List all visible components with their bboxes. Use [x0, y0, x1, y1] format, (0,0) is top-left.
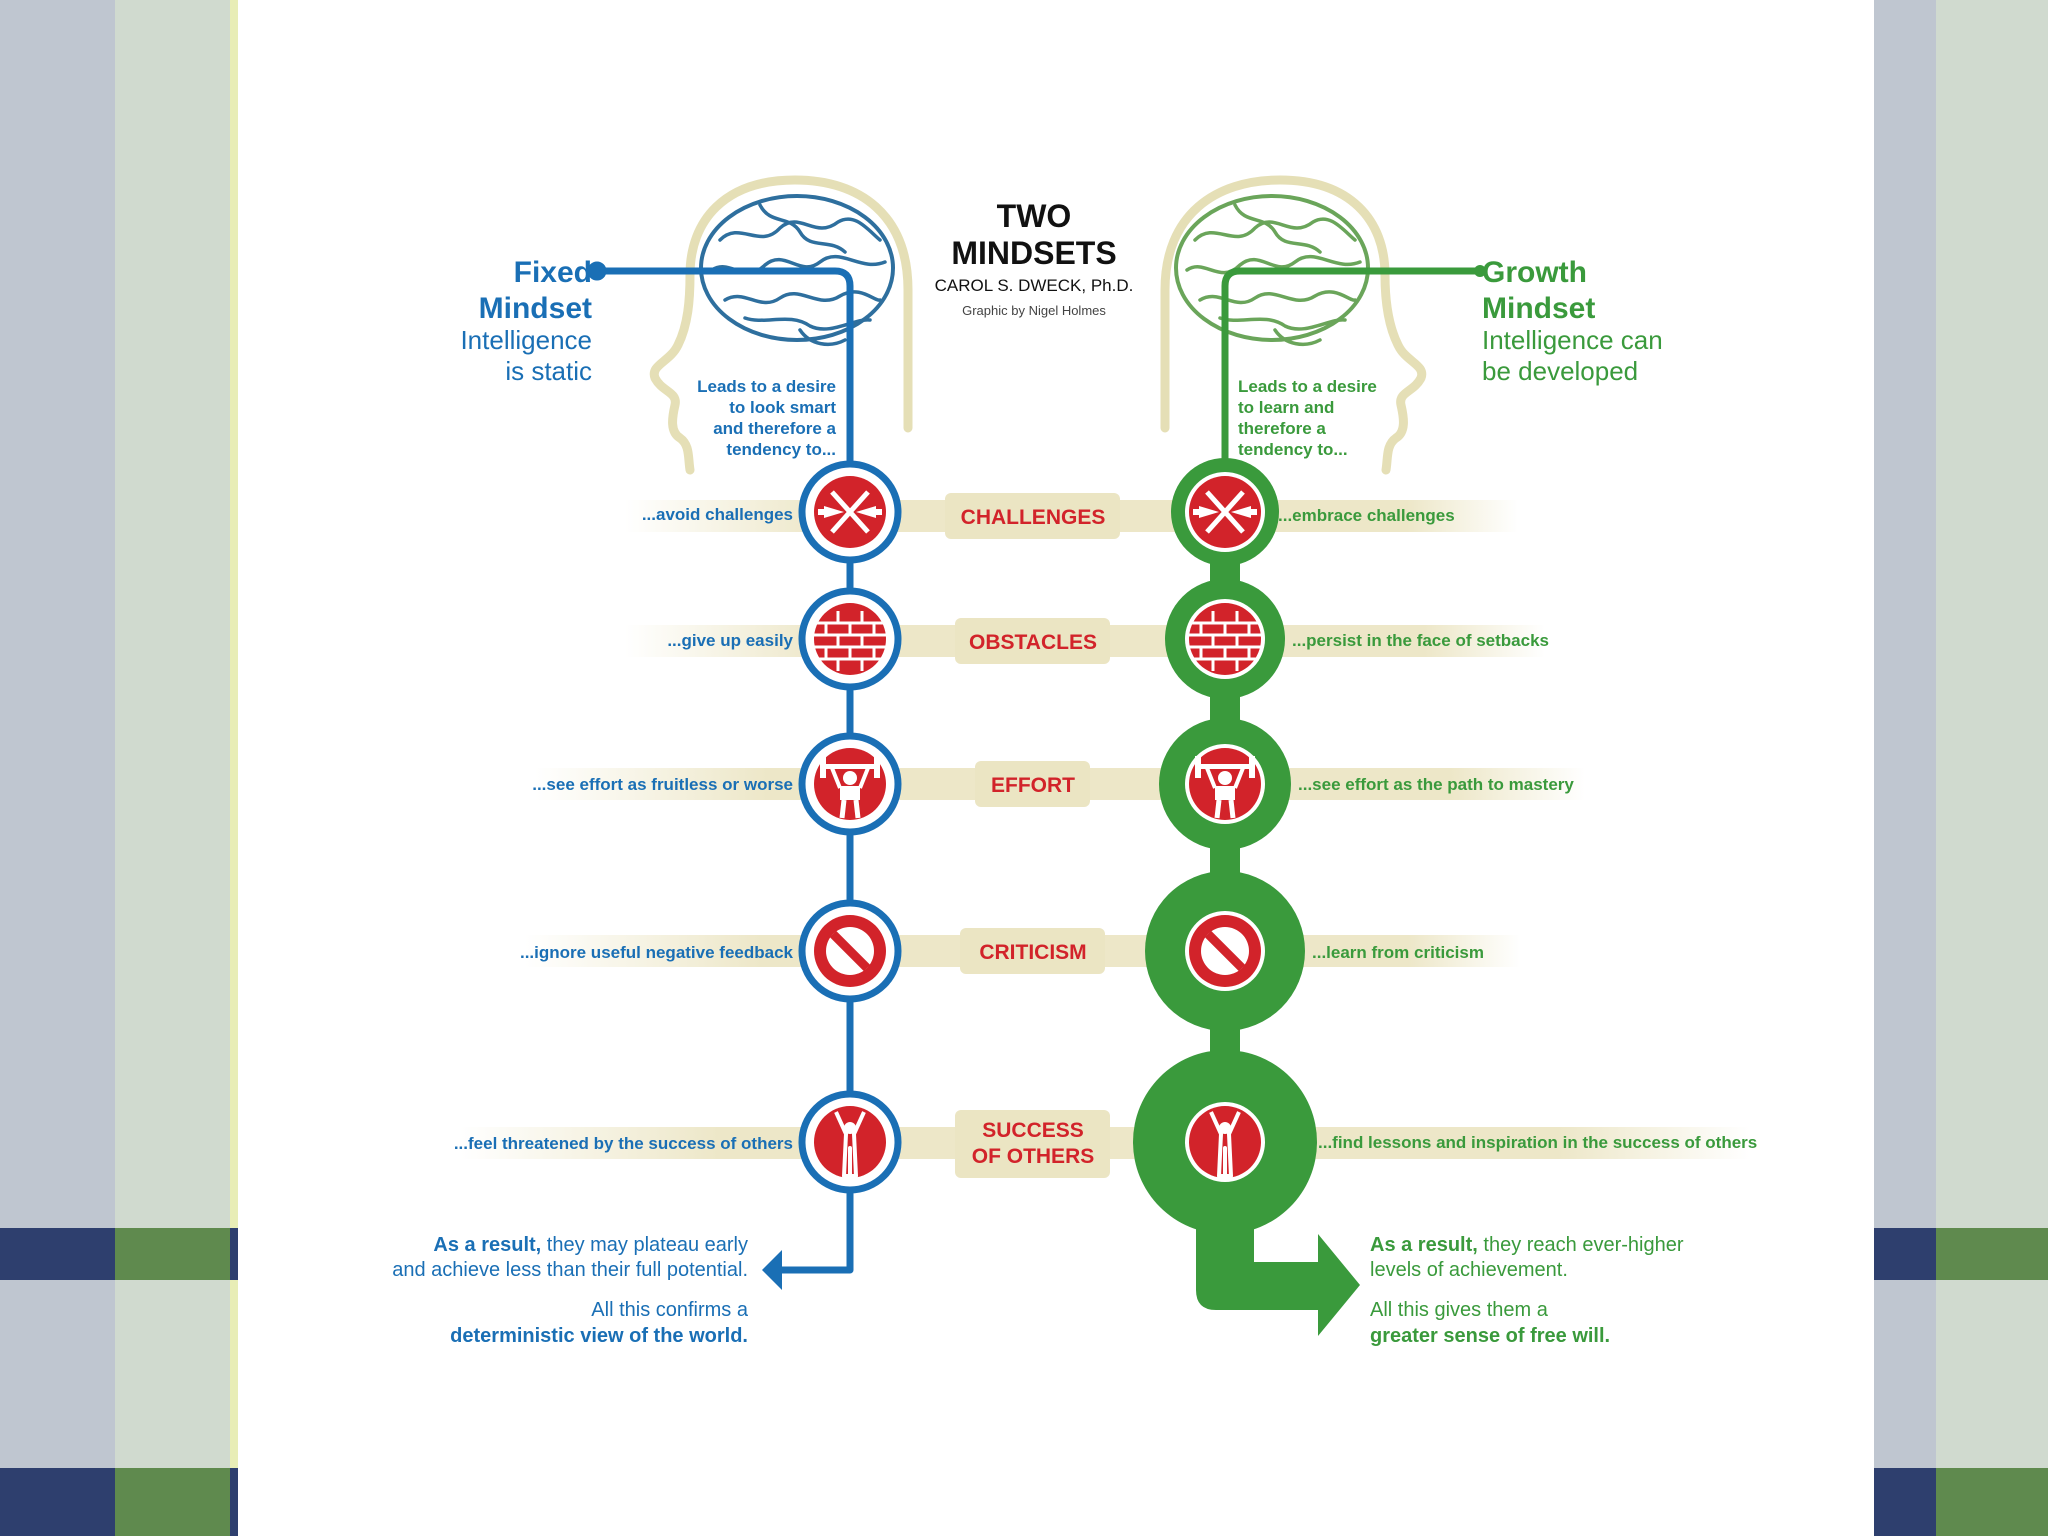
growth-result-rest: they reach ever-higher — [1478, 1234, 1684, 1256]
fixed-leads-2: to look smart — [729, 398, 836, 417]
fixed-leads-1: Leads to a desire — [697, 377, 836, 396]
brick-wall-icon — [814, 603, 886, 675]
fixed-result-line1: As a result, they may plateau early — [433, 1234, 748, 1256]
obstacles-label-box — [955, 618, 1110, 664]
fixed-result: As a result, they may plateau early and … — [392, 1234, 749, 1347]
growth-leads: Leads to a desire to learn and therefore… — [1238, 377, 1377, 459]
fixed-responses: ...avoid challenges ...give up easily ..… — [454, 505, 794, 1153]
title-block: TWO MINDSETS CAROL S. DWECK, Ph.D. Graph… — [935, 198, 1134, 318]
growth-result-line1: As a result, they reach ever-higher — [1370, 1234, 1684, 1256]
growth-heading-1: Growth — [1482, 256, 1587, 289]
growth-result-line2: levels of achievement. — [1370, 1259, 1568, 1281]
fixed-result-bold: As a result, — [433, 1234, 541, 1256]
fixed-result-rest: they may plateau early — [541, 1234, 748, 1256]
fixed-response-challenges: ...avoid challenges — [642, 505, 793, 524]
category-label-criticism: CRITICISM — [979, 941, 1086, 964]
brick-wall-icon — [1189, 603, 1261, 675]
left-inner-band — [115, 0, 230, 1536]
fixed-heading-1: Fixed — [514, 256, 592, 289]
category-label-boxes — [945, 493, 1120, 1178]
category-label-obstacles: OBSTACLES — [969, 631, 1097, 654]
prohibition-icon — [814, 915, 886, 987]
growth-result-bold: As a result, — [1370, 1234, 1478, 1256]
right-inner-band — [1874, 0, 1936, 1536]
fixed-leads-4: tendency to... — [726, 440, 836, 459]
growth-leads-3: therefore a — [1238, 419, 1326, 438]
category-label-success-2: OF OTHERS — [972, 1145, 1095, 1168]
stripe-green-left-top — [115, 1228, 230, 1280]
title-line1: TWO — [997, 198, 1072, 234]
growth-heading: Growth Mindset Intelligence can be devel… — [1482, 256, 1663, 386]
left-outer-band — [0, 0, 115, 1536]
prohibition-icon — [1189, 915, 1261, 987]
growth-response-criticism: ...learn from criticism — [1312, 943, 1484, 962]
title-author: CAROL S. DWECK, Ph.D. — [935, 276, 1134, 295]
growth-response-success: ...find lessons and inspiration in the s… — [1318, 1133, 1757, 1152]
growth-heading-2: Mindset — [1482, 292, 1595, 325]
converging-arrows-icon — [814, 476, 886, 548]
category-labels: CHALLENGES OBSTACLES EFFORT CRITICISM SU… — [961, 506, 1106, 1168]
fixed-path — [587, 261, 854, 1274]
effort-label-box — [975, 761, 1090, 807]
stripe-green-right-bottom — [1936, 1468, 2048, 1536]
right-outer-band — [1936, 0, 2048, 1536]
fixed-icons — [814, 476, 886, 1178]
fixed-heading-2: Mindset — [479, 292, 592, 325]
fixed-head-outline — [649, 175, 913, 475]
celebrating-person-icon — [1189, 1106, 1261, 1178]
growth-responses: ...embrace challenges ...persist in the … — [1278, 506, 1757, 1152]
fixed-sub-1: Intelligence — [460, 325, 592, 355]
converging-arrows-icon — [1189, 476, 1261, 548]
category-label-challenges: CHALLENGES — [961, 506, 1106, 529]
fixed-leads-3: and therefore a — [713, 419, 836, 438]
growth-head-outline — [1160, 175, 1427, 475]
fixed-heading: Fixed Mindset Intelligence is static — [460, 256, 592, 386]
stripe-green-right-top — [1936, 1228, 2048, 1280]
fixed-result-line2: and achieve less than their full potenti… — [392, 1259, 748, 1281]
fixed-sub-2: is static — [505, 356, 592, 386]
left-edge-line — [230, 0, 238, 1536]
fixed-response-effort: ...see effort as fruitless or worse — [532, 775, 793, 794]
fixed-response-success: ...feel threatened by the success of oth… — [454, 1134, 793, 1153]
growth-icons — [1189, 476, 1261, 1178]
fixed-response-criticism: ...ignore useful negative feedback — [520, 943, 794, 962]
growth-sub-1: Intelligence can — [1482, 325, 1663, 355]
celebrating-person-icon — [814, 1106, 886, 1178]
growth-response-challenges: ...embrace challenges — [1278, 506, 1455, 525]
category-bands — [460, 500, 1750, 1159]
fixed-confirm-line1: All this confirms a — [591, 1299, 749, 1321]
title-line2: MINDSETS — [951, 235, 1116, 271]
growth-response-effort: ...see effort as the path to mastery — [1298, 775, 1574, 794]
weightlifter-icon — [814, 748, 886, 820]
fixed-confirm-line2: deterministic view of the world. — [450, 1325, 748, 1347]
growth-result: As a result, they reach ever-higher leve… — [1370, 1234, 1684, 1347]
growth-leads-2: to learn and — [1238, 398, 1334, 417]
growth-confirm-line1: All this gives them a — [1370, 1299, 1549, 1321]
growth-response-obstacles: ...persist in the face of setbacks — [1292, 631, 1549, 650]
criticism-label-box — [960, 928, 1105, 974]
fixed-path-arrowhead — [762, 1250, 782, 1290]
growth-sub-2: be developed — [1482, 356, 1638, 386]
fixed-response-obstacles: ...give up easily — [667, 631, 793, 650]
growth-confirm-line2: greater sense of free will. — [1370, 1325, 1610, 1347]
fixed-leads: Leads to a desire to look smart and ther… — [697, 377, 836, 459]
stripe-green-left-bottom — [115, 1468, 230, 1536]
title-credit: Graphic by Nigel Holmes — [962, 303, 1106, 318]
challenges-label-box — [945, 493, 1120, 539]
success-label-box — [955, 1110, 1110, 1178]
growth-leads-4: tendency to... — [1238, 440, 1348, 459]
weightlifter-icon — [1189, 748, 1261, 820]
category-label-success-1: SUCCESS — [982, 1119, 1084, 1142]
category-label-effort: EFFORT — [991, 774, 1075, 797]
growth-leads-1: Leads to a desire — [1238, 377, 1377, 396]
